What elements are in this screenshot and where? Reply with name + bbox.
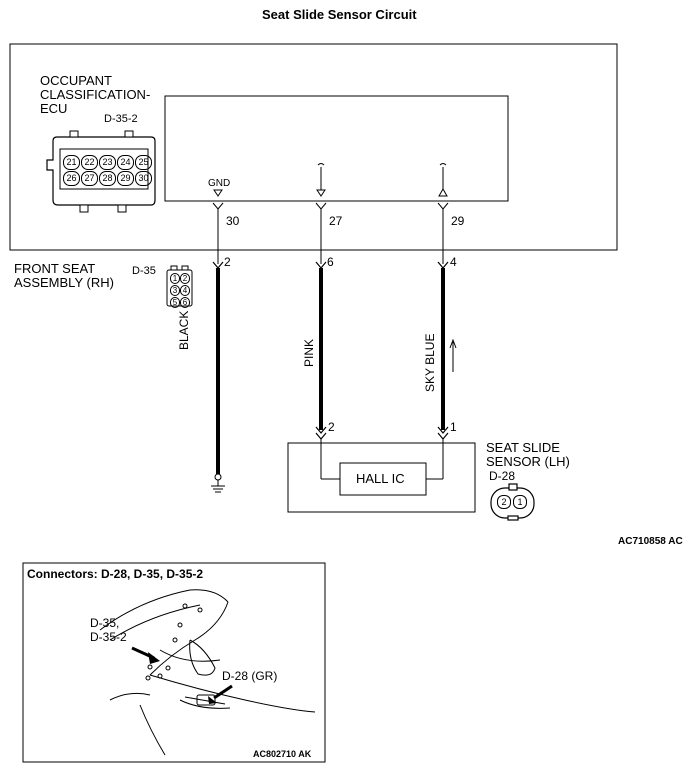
wire-label-black: BLACK (177, 310, 191, 350)
callout-arrow-2 (213, 684, 233, 700)
ecu-inner-box (164, 95, 509, 202)
ecu-connector-code: D-35-2 (104, 113, 138, 125)
ecu-terminal-29: 29 (451, 214, 465, 228)
terminal-29-symbol (438, 187, 448, 197)
sensor-terminal-2: 2 (328, 420, 335, 434)
front-seat-pin: 2 (180, 273, 190, 284)
ecu-terminal-30: 30 (226, 214, 240, 228)
vehicle-illustration (99, 589, 316, 756)
terminal-27-symbol (316, 189, 326, 197)
ecu-pin: 24 (117, 155, 134, 170)
sensor-pin: 2 (497, 495, 511, 509)
ecu-pins-row-2: 26 27 28 29 30 (63, 171, 152, 186)
ecu-label-line-2: CLASSIFICATION- (40, 87, 151, 102)
front-seat-pin: 6 (180, 297, 190, 308)
ecu-connector-drawing (46, 130, 156, 213)
front-seat-connector-code: D-35 (132, 265, 156, 277)
wire-label-pink: PINK (302, 338, 316, 367)
ecu-pin: 21 (63, 155, 80, 170)
ecu-label-line-3: ECU (40, 101, 68, 116)
sensor-terminal-1: 1 (450, 420, 457, 434)
ecu-pins-row-1: 21 22 23 24 25 (63, 155, 152, 170)
gnd-terminal-symbol (213, 189, 223, 197)
inset-title: Connectors: D-28, D-35, D-35-2 (27, 567, 204, 581)
inset-callout-2: D-28 (GR) (222, 669, 278, 683)
ecu-pin: 27 (81, 171, 98, 186)
ecu-pin: 22 (81, 155, 98, 170)
front-seat-pin: 5 (170, 297, 180, 308)
wire-label-sky-blue: SKY BLUE (423, 333, 437, 392)
sensor-box (287, 442, 476, 513)
sensor-label-line-2: SENSOR (LH) (486, 454, 570, 469)
inset-callout-1-line-2: D-35-2 (90, 630, 127, 644)
sensor-label-line-1: SEAT SLIDE (486, 440, 560, 455)
gnd-label: GND (208, 178, 231, 189)
front-seat-terminal-2: 2 (224, 255, 231, 269)
ecu-pin: 29 (117, 171, 134, 186)
front-seat-pin: 3 (170, 285, 180, 296)
ground-symbol (211, 473, 225, 493)
inset-box (22, 562, 326, 763)
inset-figure-code: AC802710 AK (253, 749, 312, 759)
page-title: Seat Slide Sensor Circuit (262, 7, 417, 22)
front-seat-terminal-6: 6 (327, 255, 334, 269)
ecu-pin: 25 (135, 155, 152, 170)
ecu-pin: 26 (63, 171, 80, 186)
ecu-pin: 30 (135, 171, 152, 186)
front-seat-label-line-1: FRONT SEAT (14, 261, 96, 276)
front-seat-terminal-4: 4 (450, 255, 457, 269)
ecu-pin: 23 (99, 155, 116, 170)
ecu-outer-box (9, 43, 618, 251)
ecu-terminal-27: 27 (329, 214, 343, 228)
sensor-connector-code: D-28 (489, 469, 516, 483)
ecu-label-line-1: OCCUPANT (40, 73, 112, 88)
sensor-pin: 1 (513, 495, 527, 509)
front-seat-pin: 4 (180, 285, 190, 296)
figure-code: AC710858 AC (618, 536, 683, 547)
hall-ic-label: HALL IC (356, 471, 405, 486)
front-seat-label-line-2: ASSEMBLY (RH) (14, 275, 114, 290)
inset-callout-1-line-1: D-35, (90, 616, 120, 630)
ecu-pin: 28 (99, 171, 116, 186)
sensor-connector-pins: 2 1 (497, 495, 527, 509)
front-seat-pin: 1 (170, 273, 180, 284)
front-seat-connector-pins: 1 2 3 4 5 6 (170, 273, 190, 308)
